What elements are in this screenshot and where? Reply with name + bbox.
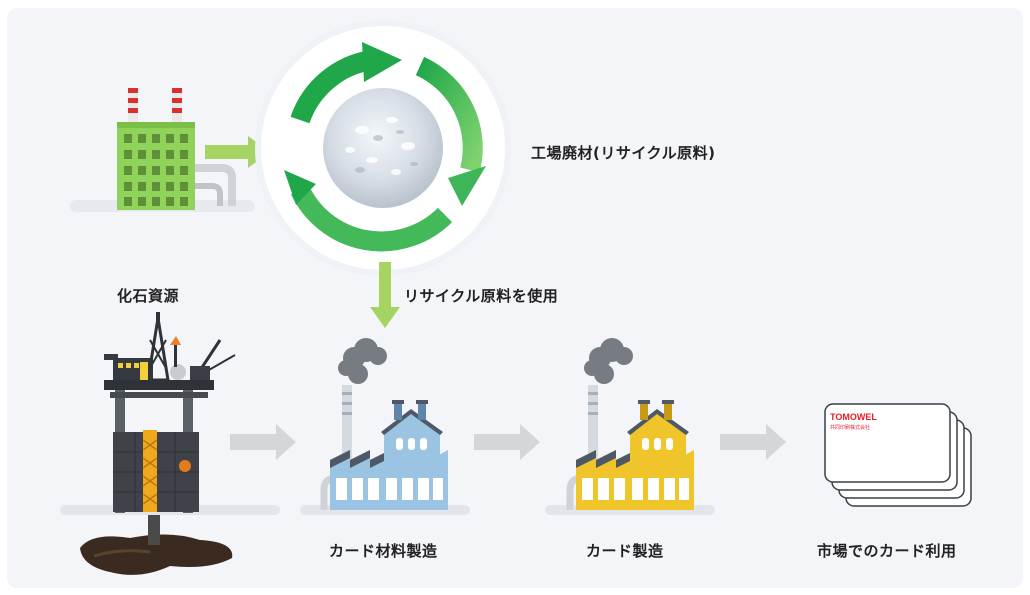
flow-arrow-3 xyxy=(720,424,786,460)
use-recycled-label: リサイクル原料を使用 xyxy=(404,287,559,305)
fossil-resource-label: 化石資源 xyxy=(117,287,180,305)
card-factory-icon xyxy=(545,338,715,515)
market-use-step-label: 市場でのカード利用 xyxy=(817,542,957,560)
recycle-cycle-icon xyxy=(255,20,511,276)
card-material-factory-icon xyxy=(300,338,470,515)
card-brand-text: TOMOWEL xyxy=(830,412,877,422)
factory-to-cycle-arrow xyxy=(205,136,270,168)
oil-platform-icon xyxy=(60,312,280,575)
card-company-text: 共同印刷株式会社 xyxy=(830,424,870,431)
card-manufacturing-step-label: カード製造 xyxy=(586,542,664,560)
flow-arrow-1 xyxy=(230,424,296,460)
recycle-material-label: 工場廃材(リサイクル原料) xyxy=(531,144,716,162)
recycling-factory-icon xyxy=(70,88,255,212)
card-stack-icon: TOMOWEL 共同印刷株式会社 xyxy=(824,403,972,507)
card-material-step-label: カード材料製造 xyxy=(329,542,438,560)
use-recycled-arrow xyxy=(370,262,400,328)
flow-arrow-2 xyxy=(474,424,540,460)
